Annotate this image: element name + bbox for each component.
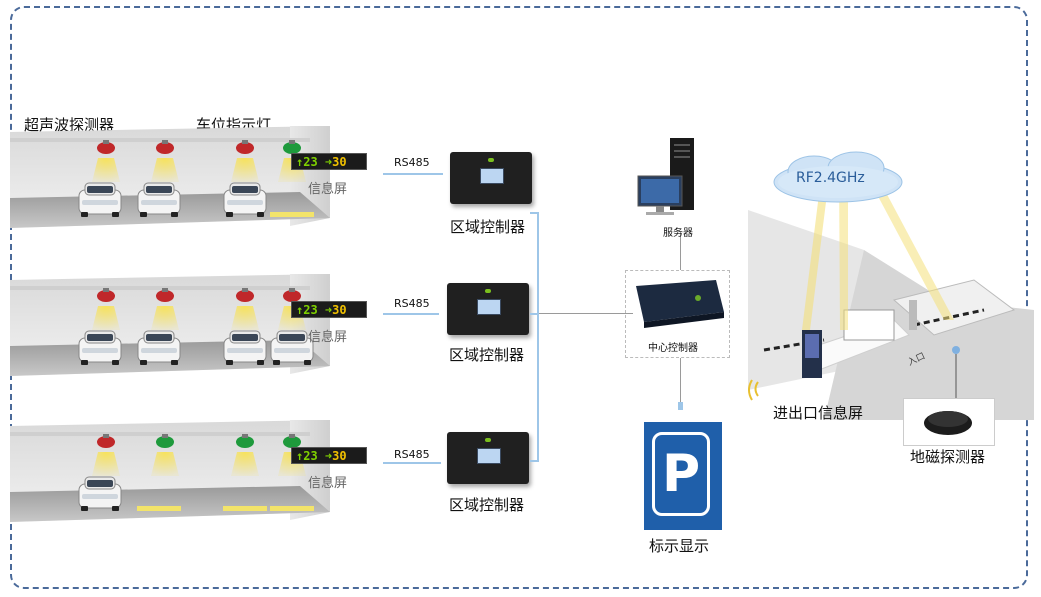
info-screen-label-2: 信息屏 bbox=[308, 330, 348, 345]
indicator-light-3-2 bbox=[151, 434, 179, 476]
entrance-exit-screen-label: 进出口信息屏 bbox=[773, 404, 864, 422]
zone-controller-label-3: 区域控制器 bbox=[449, 496, 525, 514]
bus-to-central bbox=[539, 313, 633, 314]
bus-vertical bbox=[537, 212, 539, 462]
info-screen-sign-1: ↑23 ➜30 bbox=[291, 153, 367, 170]
indicator-light-3-1 bbox=[92, 434, 120, 476]
indicator-light-1-1 bbox=[92, 140, 120, 182]
rs485-link-1 bbox=[383, 173, 443, 175]
rs485-label-1: RS485 bbox=[394, 156, 430, 169]
indicator-light-2-3 bbox=[231, 288, 259, 330]
indicator-light-3-3 bbox=[231, 434, 259, 476]
info-screen-label-3: 信息屏 bbox=[308, 476, 348, 491]
zone-controller-3 bbox=[447, 432, 529, 484]
empty-space-3-3 bbox=[223, 506, 267, 511]
info-screen-sign-2: ↑23 ➜30 bbox=[291, 301, 367, 318]
geomagnetic-detector-icon bbox=[924, 411, 972, 435]
zone-controller-1 bbox=[450, 152, 532, 204]
empty-space-3-2 bbox=[137, 506, 181, 511]
parking-row-2 bbox=[10, 274, 330, 376]
car-3-1 bbox=[78, 476, 122, 512]
rs485-label-2: RS485 bbox=[394, 297, 430, 310]
info-screen-sign-3: ↑23 ➜30 bbox=[291, 447, 367, 464]
car-2-2 bbox=[137, 330, 181, 366]
ultrasonic-detector-label: 超声波探测器 bbox=[24, 116, 115, 134]
parking-sign-display: P bbox=[644, 422, 722, 530]
car-1-1 bbox=[78, 182, 122, 218]
empty-space-1-4 bbox=[270, 212, 314, 217]
car-2-4 bbox=[270, 330, 314, 366]
geomagnetic-detector-box bbox=[903, 398, 995, 446]
car-2-3 bbox=[223, 330, 267, 366]
zone-controller-label-1: 区域控制器 bbox=[450, 218, 526, 236]
parking-p-icon: P bbox=[652, 432, 710, 516]
server-link bbox=[680, 232, 681, 270]
server-label: 服务器 bbox=[663, 228, 693, 239]
zone-controller-2 bbox=[447, 283, 529, 335]
rf-cloud-icon bbox=[773, 151, 903, 203]
server-icon bbox=[637, 138, 694, 215]
central-controller-box bbox=[625, 270, 730, 358]
sign-link-cap bbox=[678, 402, 683, 410]
car-1-2 bbox=[137, 182, 181, 218]
parking-row-1 bbox=[10, 126, 330, 228]
rs485-link-2 bbox=[383, 313, 439, 315]
empty-space-3-4 bbox=[270, 506, 314, 511]
car-2-1 bbox=[78, 330, 122, 366]
indicator-light-1-3 bbox=[231, 140, 259, 182]
bus-stub-2 bbox=[530, 313, 539, 315]
zone-controller-label-2: 区域控制器 bbox=[449, 346, 525, 364]
parking-row-3 bbox=[10, 420, 330, 522]
rs485-link-3 bbox=[383, 462, 441, 464]
indicator-light-1-2 bbox=[151, 140, 179, 182]
car-1-3 bbox=[223, 182, 267, 218]
geomagnetic-detector-label: 地磁探测器 bbox=[910, 448, 986, 466]
sign-link bbox=[680, 358, 681, 406]
info-screen-label-1: 信息屏 bbox=[308, 182, 348, 197]
rf-label: RF2.4GHz bbox=[796, 170, 865, 186]
indicator-light-2-1 bbox=[92, 288, 120, 330]
entrance-illustration bbox=[748, 170, 1034, 420]
central-controller-label: 中心控制器 bbox=[648, 343, 698, 354]
bus-stub-3 bbox=[530, 460, 539, 462]
bus-stub-1 bbox=[530, 212, 539, 214]
rs485-label-3: RS485 bbox=[394, 448, 430, 461]
central-controller-device bbox=[636, 280, 724, 328]
indicator-light-2-2 bbox=[151, 288, 179, 330]
sign-display-label: 标示显示 bbox=[649, 537, 710, 555]
